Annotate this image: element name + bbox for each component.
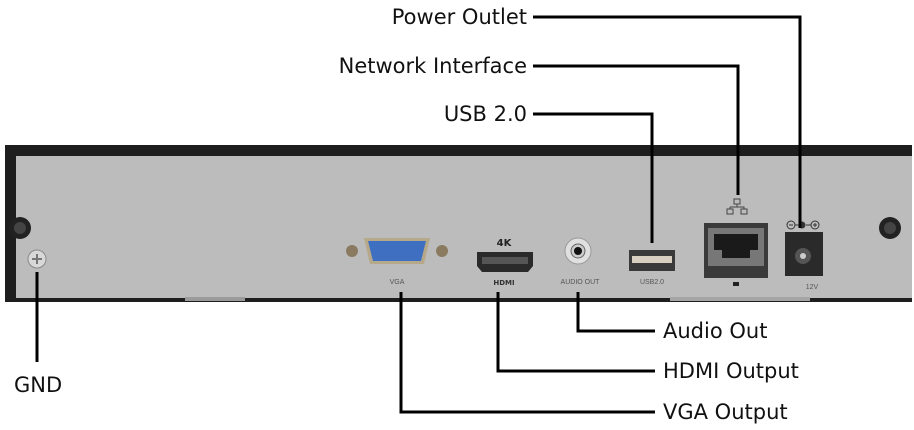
usb-port-icon [629, 250, 675, 271]
power-panel-label: 12V [806, 284, 819, 291]
mounting-screw-left-icon [9, 217, 31, 239]
power-outlet-label: Power Outlet [392, 5, 527, 29]
network-symbol-icon [726, 198, 748, 215]
vga-output-label: VGA Output [663, 400, 788, 424]
dc-power-jack-icon [785, 232, 823, 276]
usb-panel-label: USB2.0 [640, 279, 664, 286]
audio-out-port-icon [564, 237, 592, 265]
power-callout-line [533, 15, 802, 228]
hdmi-port-icon [477, 252, 533, 272]
hdmi-panel-label: HDMI [493, 279, 514, 287]
audio-callout-line [576, 292, 655, 333]
hdmi-callout-line [496, 292, 655, 373]
vga-port-icon [346, 238, 448, 264]
callout-lines [35, 15, 802, 414]
vga-panel-label: VGA [390, 279, 405, 286]
rj45-port-icon [704, 223, 768, 286]
network-callout-line [533, 64, 740, 195]
usb-label: USB 2.0 [444, 102, 527, 126]
device-chassis [5, 145, 912, 302]
network-interface-label: Network Interface [339, 54, 527, 78]
audio-out-label: Audio Out [663, 319, 767, 343]
mounting-screw-right-icon [879, 217, 901, 239]
gnd-label: GND [14, 373, 62, 397]
audio-panel-label: AUDIO OUT [561, 279, 601, 286]
vga-callout-line [399, 292, 655, 414]
usb-callout-line [533, 112, 654, 243]
hdmi-output-label: HDMI Output [663, 359, 799, 383]
ground-screw-icon [27, 249, 47, 269]
hdmi-4k-label: 4K [497, 238, 513, 249]
